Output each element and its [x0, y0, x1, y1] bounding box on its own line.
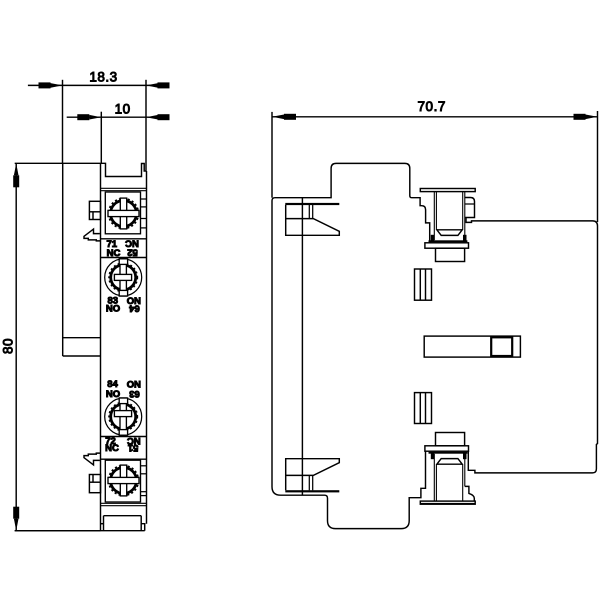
svg-text:71: 71 — [107, 239, 118, 250]
svg-text:NC: NC — [107, 248, 121, 259]
svg-text:NC: NC — [105, 443, 119, 454]
svg-text:83: 83 — [108, 296, 119, 307]
svg-text:NO: NO — [106, 389, 120, 400]
svg-text:NC: NC — [125, 238, 139, 249]
svg-text:51: 51 — [127, 442, 138, 453]
svg-text:72: 72 — [105, 436, 116, 447]
svg-text:70.7: 70.7 — [418, 99, 446, 114]
svg-text:NC: NC — [127, 435, 141, 446]
svg-text:63: 63 — [129, 388, 140, 399]
svg-text:10: 10 — [115, 102, 131, 117]
svg-text:84: 84 — [107, 379, 118, 390]
svg-text:NO: NO — [127, 295, 141, 306]
svg-text:64: 64 — [129, 302, 140, 313]
svg-text:52: 52 — [127, 247, 138, 258]
svg-text:18.3: 18.3 — [89, 69, 117, 84]
svg-text:80: 80 — [1, 338, 16, 354]
svg-text:NO: NO — [127, 378, 141, 389]
svg-text:NO: NO — [106, 304, 120, 315]
